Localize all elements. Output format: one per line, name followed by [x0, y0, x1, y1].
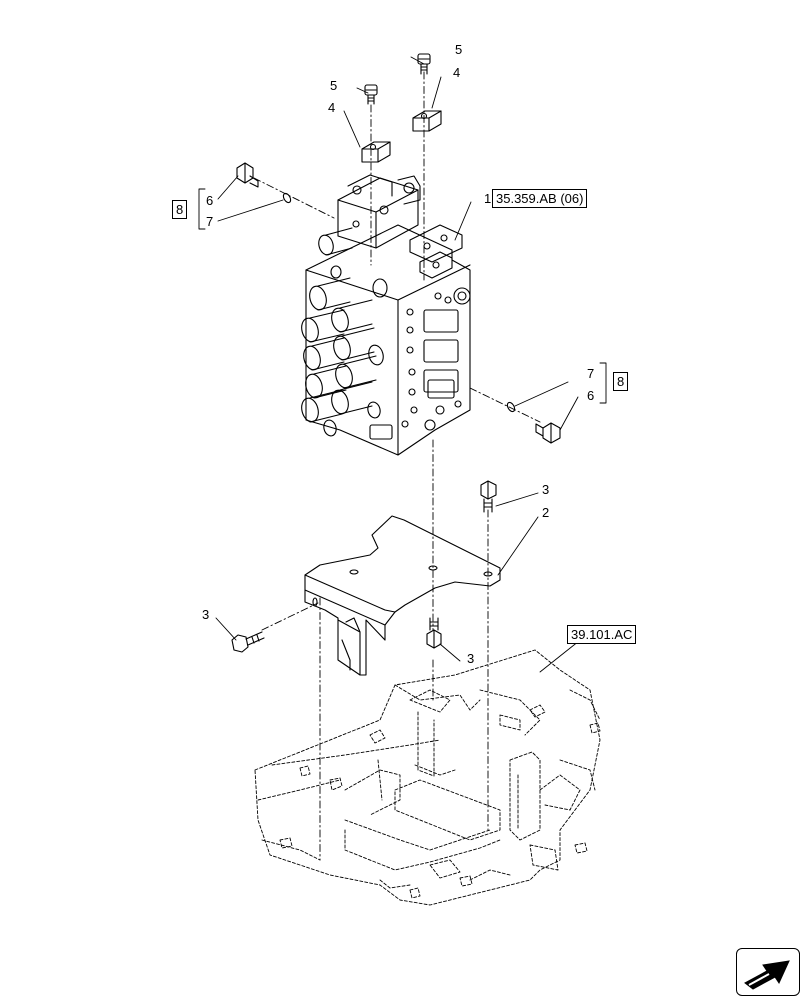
- callout-5-right: 5: [455, 42, 463, 57]
- mounting-bracket: [304, 515, 501, 676]
- leader-lines: [215, 56, 580, 673]
- callout-1: 1: [484, 191, 492, 206]
- bolt-3-top: [480, 480, 497, 513]
- kit-8-left-link[interactable]: 8: [172, 200, 188, 219]
- callout-2: 2: [542, 505, 550, 520]
- control-valve-assembly: [301, 174, 471, 456]
- callout-4-left: 4: [328, 100, 336, 115]
- o-ring-7-right: [506, 401, 516, 413]
- machine-frame: [254, 649, 601, 906]
- block-4-right: [412, 110, 442, 132]
- callout-3-left: 3: [202, 607, 210, 622]
- bolt-3-bottom: [426, 617, 442, 649]
- callout-7-right: 7: [587, 366, 595, 381]
- callout-3-top: 3: [542, 482, 550, 497]
- callout-7-left: 7: [206, 214, 214, 229]
- callout-3-bottom: 3: [467, 651, 475, 666]
- block-4-left: [361, 141, 391, 163]
- next-page-arrow-icon[interactable]: [736, 948, 800, 996]
- kit-bracket-right: [599, 362, 607, 404]
- spool-caps: [301, 227, 388, 437]
- arrow-glyph: [744, 960, 790, 990]
- frame-reference-link[interactable]: 39.101.AC: [567, 625, 637, 644]
- kit-8-right-link[interactable]: 8: [613, 372, 629, 391]
- callout-5-left: 5: [330, 78, 338, 93]
- o-ring-7-left: [282, 192, 292, 204]
- callout-4-right: 4: [453, 65, 461, 80]
- fitting-6-right: [535, 422, 561, 444]
- valve-reference-link[interactable]: 35.359.AB (06): [492, 189, 588, 208]
- fitting-6-left: [236, 162, 259, 188]
- bolt-3-left: [231, 631, 265, 653]
- kit-bracket-left: [198, 188, 206, 230]
- bolt-5-left: [364, 84, 378, 105]
- callout-6-right: 6: [587, 388, 595, 403]
- callout-6-left: 6: [206, 193, 214, 208]
